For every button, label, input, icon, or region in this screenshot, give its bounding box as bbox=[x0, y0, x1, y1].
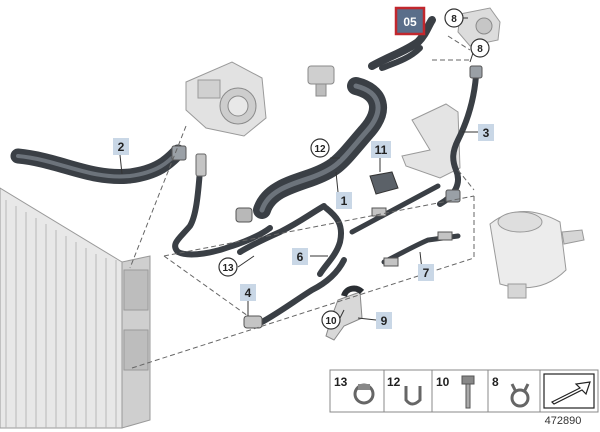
legend: 13 12 10 8 bbox=[329, 369, 599, 413]
throttle-housing[interactable] bbox=[185, 61, 267, 137]
svg-text:8: 8 bbox=[477, 44, 483, 55]
svg-text:10: 10 bbox=[325, 316, 337, 327]
hose-1[interactable] bbox=[253, 77, 387, 219]
callout-9[interactable]: 9 bbox=[376, 312, 392, 329]
svg-text:2: 2 bbox=[118, 140, 125, 154]
hose-2[interactable] bbox=[10, 144, 186, 185]
callout-3[interactable]: 3 bbox=[478, 124, 494, 141]
temperature-sensor[interactable] bbox=[307, 65, 335, 97]
callout-4[interactable]: 4 bbox=[240, 284, 256, 301]
svg-text:4: 4 bbox=[245, 286, 252, 300]
svg-text:9: 9 bbox=[381, 314, 388, 328]
coolant-pump[interactable] bbox=[457, 7, 501, 47]
connectors bbox=[171, 65, 483, 329]
hose-3[interactable] bbox=[437, 73, 479, 207]
svg-text:7: 7 bbox=[423, 266, 430, 280]
selected-part-05[interactable]: 05 bbox=[394, 6, 426, 36]
hose-6[interactable] bbox=[237, 183, 441, 277]
hose-clamp-icon bbox=[353, 383, 375, 405]
callout-11[interactable]: 11 bbox=[371, 141, 391, 158]
callout-8-top[interactable]: 8 bbox=[444, 8, 464, 28]
hose-05[interactable] bbox=[368, 16, 436, 71]
svg-text:05: 05 bbox=[403, 15, 417, 29]
legend-item-13[interactable]: 13 bbox=[334, 375, 375, 405]
svg-text:10: 10 bbox=[436, 375, 450, 389]
clamp-11[interactable] bbox=[369, 171, 399, 195]
svg-text:11: 11 bbox=[375, 143, 388, 157]
svg-text:12: 12 bbox=[387, 375, 401, 389]
svg-text:13: 13 bbox=[222, 263, 234, 274]
callout-6[interactable]: 6 bbox=[292, 248, 308, 265]
diagram-reference-number: 472890 bbox=[545, 415, 582, 427]
svg-text:8: 8 bbox=[492, 375, 499, 389]
expansion-tank[interactable] bbox=[489, 211, 585, 299]
radiator[interactable] bbox=[0, 187, 151, 429]
callout-1[interactable]: 1 bbox=[336, 192, 352, 209]
bracket-clip-icon bbox=[404, 386, 422, 406]
legend-item-10[interactable]: 10 bbox=[436, 375, 475, 409]
svg-text:8: 8 bbox=[451, 14, 457, 25]
tank-bracket[interactable] bbox=[401, 103, 461, 179]
callout-7[interactable]: 7 bbox=[418, 264, 434, 281]
callout-2[interactable]: 2 bbox=[113, 138, 129, 155]
spring-clamp-icon bbox=[510, 383, 530, 408]
svg-text:13: 13 bbox=[334, 375, 348, 389]
legend-item-12[interactable]: 12 bbox=[387, 375, 422, 406]
callout-8-right[interactable]: 8 bbox=[470, 38, 490, 58]
direction-arrow-icon bbox=[543, 373, 595, 409]
svg-text:6: 6 bbox=[297, 250, 304, 264]
leader-lines bbox=[129, 35, 475, 369]
callout-10[interactable]: 10 bbox=[321, 310, 341, 330]
hose-4[interactable] bbox=[172, 167, 347, 325]
svg-text:12: 12 bbox=[314, 144, 326, 155]
callout-13[interactable]: 13 bbox=[218, 257, 238, 277]
bolt-icon bbox=[461, 375, 475, 409]
svg-text:3: 3 bbox=[483, 126, 490, 140]
svg-text:1: 1 bbox=[341, 194, 348, 208]
callout-12[interactable]: 12 bbox=[310, 138, 330, 158]
legend-item-8[interactable]: 8 bbox=[492, 375, 530, 408]
